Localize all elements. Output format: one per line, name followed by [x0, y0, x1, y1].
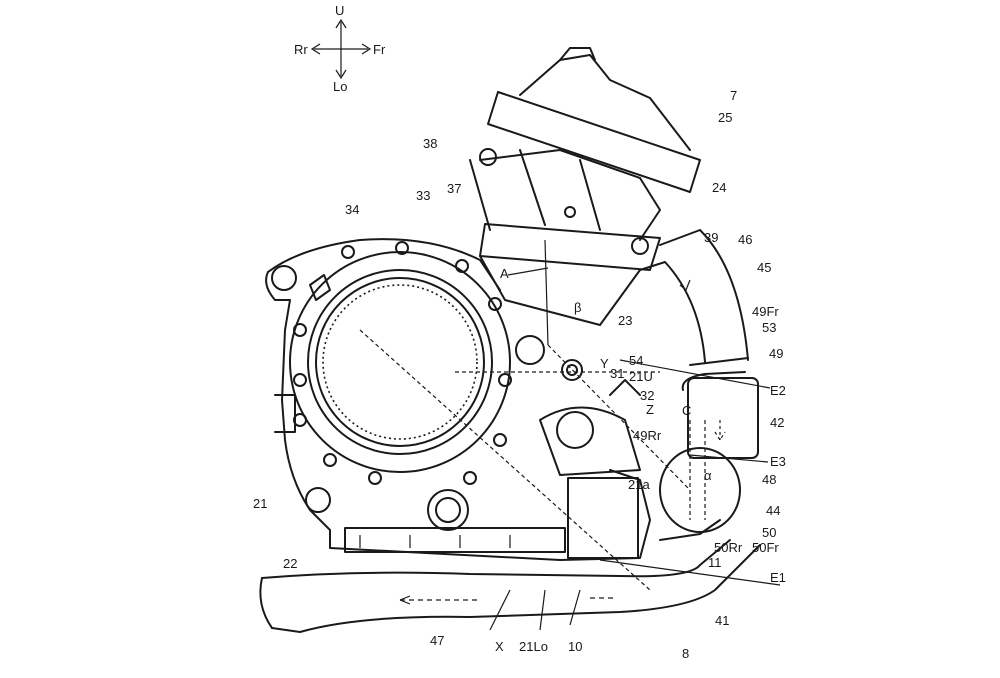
reference-lines — [359, 239, 781, 631]
label-50rr: 50Rr — [714, 540, 743, 555]
label-49fr: 49Fr — [752, 304, 779, 319]
label-45: 45 — [757, 260, 771, 275]
label-31: 31 — [610, 366, 624, 381]
label-21a: 21a — [628, 477, 650, 492]
label-24: 24 — [712, 180, 726, 195]
label-34: 34 — [345, 202, 359, 217]
label-C: C — [682, 403, 691, 418]
label-38: 38 — [423, 136, 437, 151]
label-50fr: 50Fr — [752, 540, 779, 555]
label-E2: E2 — [770, 383, 786, 398]
label-21lo: 21Lo — [519, 639, 548, 654]
label-49: 49 — [769, 346, 783, 361]
direction-compass — [310, 18, 372, 80]
compass-left-label: Rr — [294, 42, 308, 57]
exhaust-header — [639, 229, 759, 541]
label-8: 8 — [682, 646, 689, 661]
label-11: 11 — [708, 555, 722, 570]
label-21: 21 — [253, 496, 267, 511]
label-42: 42 — [770, 415, 784, 430]
label-41: 41 — [715, 613, 729, 628]
label-E1: E1 — [770, 570, 786, 585]
label-23: 23 — [618, 313, 632, 328]
compass-up-label: U — [335, 3, 344, 18]
cylinder-head — [469, 47, 701, 559]
label-25: 25 — [718, 110, 732, 125]
label-7: 7 — [730, 88, 737, 103]
label-X: X — [495, 639, 504, 654]
label-E3: E3 — [770, 454, 786, 469]
label-39: 39 — [704, 230, 718, 245]
label-48: 48 — [762, 472, 776, 487]
label-46: 46 — [738, 232, 752, 247]
label-Z: Z — [646, 402, 654, 417]
label-44: 44 — [766, 503, 780, 518]
compass-down-label: Lo — [333, 79, 347, 94]
label-10: 10 — [568, 639, 582, 654]
label-21u: 21U — [629, 369, 653, 384]
label-22: 22 — [283, 556, 297, 571]
label-A: A — [500, 266, 509, 281]
exhaust-pipe — [259, 539, 761, 633]
crankcase — [265, 238, 651, 561]
label-50: 50 — [762, 525, 776, 540]
label-alpha: α — [704, 468, 712, 483]
label-47: 47 — [430, 633, 444, 648]
label-49rr: 49Rr — [633, 428, 662, 443]
label-33: 33 — [416, 188, 430, 203]
label-37: 37 — [447, 181, 461, 196]
compass-right-label: Fr — [373, 42, 386, 57]
label-32: 32 — [640, 388, 654, 403]
label-54: 54 — [629, 353, 643, 368]
label-Y: Y — [600, 356, 609, 371]
label-beta: β — [574, 300, 581, 315]
label-53: 53 — [762, 320, 776, 335]
